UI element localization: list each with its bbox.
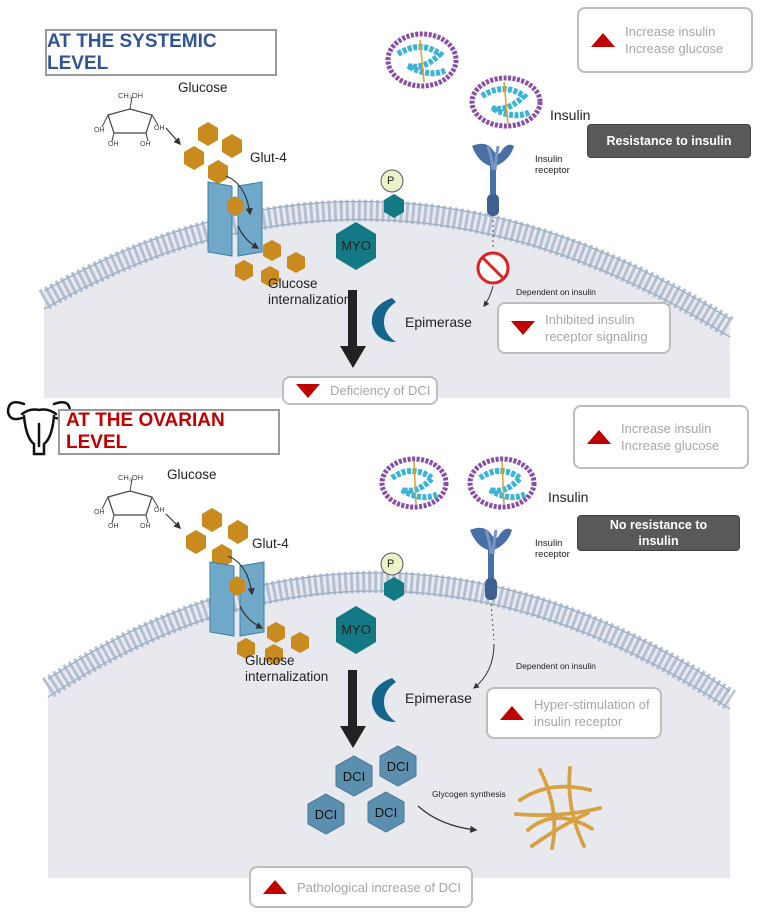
dci-label: DCI bbox=[387, 759, 409, 774]
myo-label: MYO bbox=[341, 622, 371, 637]
increase-insulin-text: Increase insulin bbox=[621, 421, 712, 436]
insulin-receptor-text: insulin receptor bbox=[534, 714, 623, 729]
increase-insulin-text: Increase insulin bbox=[625, 24, 716, 39]
glut4-label: Glut-4 bbox=[252, 536, 289, 551]
resistance-text: Resistance to insulin bbox=[606, 134, 732, 148]
phosphate-label: P bbox=[387, 175, 395, 187]
increase-insulin-glucose-box: Increase insulin Increase glucose bbox=[577, 7, 753, 73]
glut4-label: Glut-4 bbox=[250, 150, 287, 165]
glucose-internalization-label: Glucose internalization bbox=[245, 653, 329, 684]
ovarian-level-title: AT THE OVARIAN LEVEL bbox=[58, 409, 280, 455]
insulin-molecule-icon bbox=[379, 456, 449, 510]
myo-hexagon bbox=[336, 606, 376, 654]
dci-label: DCI bbox=[375, 805, 397, 820]
phosphate-hexagon bbox=[384, 577, 404, 601]
epimerase-label: Epimerase bbox=[405, 314, 472, 330]
myo-label: MYO bbox=[341, 238, 371, 253]
arrow-up-icon bbox=[587, 430, 611, 444]
deficiency-text: Deficiency of DCI bbox=[330, 383, 431, 398]
ovarian-cell-membrane bbox=[41, 571, 737, 710]
arrow-up-icon bbox=[500, 706, 524, 720]
epimerase-icon bbox=[371, 298, 396, 342]
inhibited-text: Inhibited insulin bbox=[545, 312, 635, 327]
receptor-signaling-text: receptor signaling bbox=[545, 329, 648, 344]
hyper-stimulation-text: Hyper-stimulation of bbox=[534, 697, 650, 712]
myo-hexagon bbox=[336, 222, 376, 270]
big-down-arrow bbox=[340, 290, 366, 368]
dci-label: DCI bbox=[315, 807, 337, 822]
increase-insulin-glucose-box: Increase insulin Increase glucose bbox=[573, 405, 749, 469]
insulin-molecule-icon bbox=[385, 31, 459, 89]
glucose-label: Glucose bbox=[167, 467, 217, 482]
glucose-molecule-icon bbox=[101, 478, 159, 524]
phosphate-circle bbox=[380, 552, 404, 576]
glucose-hexagons-inside bbox=[237, 622, 309, 665]
dependent-on-insulin-label: Dependent on insulin bbox=[516, 287, 596, 297]
ovarian-title-text: AT THE OVARIAN LEVEL bbox=[66, 410, 225, 453]
glut4-transporter-icon bbox=[209, 555, 265, 637]
no-entry-icon bbox=[476, 251, 510, 285]
insulin-receptor-label: Insulin receptor bbox=[535, 154, 570, 176]
epimerase-icon bbox=[371, 678, 396, 722]
glut4-transporter-icon bbox=[207, 175, 263, 257]
increase-glucose-text: Increase glucose bbox=[621, 438, 720, 453]
glucose-molecule-icon bbox=[101, 96, 159, 142]
big-down-arrow bbox=[340, 670, 366, 748]
insulin-label: Insulin bbox=[550, 107, 591, 123]
no-resistance-to-insulin-box: No resistance to insulin bbox=[577, 515, 740, 551]
glycogen-synthesis-label: Glycogen synthesis bbox=[432, 789, 506, 799]
glucose-formula: CH₂OH bbox=[118, 473, 143, 482]
phosphate-label: P bbox=[387, 558, 395, 570]
hydroxyl-label: OH bbox=[140, 523, 151, 530]
hydroxyl-label: OH bbox=[94, 509, 105, 516]
glucose-hexagons-inside bbox=[235, 240, 305, 287]
ovarian-cell-cytoplasm bbox=[48, 573, 730, 878]
glucose-formula: CH₂OH bbox=[118, 91, 143, 100]
insulin-receptor-label: Insulin receptor bbox=[535, 538, 570, 560]
hydroxyl-label: OH bbox=[108, 141, 119, 148]
insulin-molecule-icon bbox=[469, 75, 543, 129]
hyper-stimulation-box: Hyper-stimulation of insulin receptor bbox=[486, 687, 662, 739]
insulin-receptor-icon bbox=[472, 143, 514, 216]
systemic-cell-membrane bbox=[38, 199, 736, 338]
glycogen-icon bbox=[514, 766, 602, 850]
glycogen-arrow bbox=[417, 805, 478, 833]
arrow-down-icon bbox=[511, 321, 535, 335]
pathological-increase-of-dci-box: Pathological increase of DCI bbox=[249, 866, 473, 908]
epimerase-label: Epimerase bbox=[405, 690, 472, 706]
hydroxyl-label: OH bbox=[94, 127, 105, 134]
hydroxyl-label: OH bbox=[154, 507, 165, 514]
ovarian-panel: CH₂OH OH OH OH OH bbox=[6, 401, 737, 878]
arrow-down-icon bbox=[296, 383, 320, 398]
increase-glucose-text: Increase glucose bbox=[625, 41, 724, 56]
glucose-hexagons-outside bbox=[186, 508, 248, 568]
systemic-title-text: AT THE SYSTEMIC LEVEL bbox=[47, 30, 217, 74]
phosphate-hexagon bbox=[384, 194, 404, 218]
phosphate-circle bbox=[380, 169, 404, 193]
arrow-up-icon bbox=[591, 33, 615, 47]
glucose-internalization-label: Glucose internalization bbox=[268, 276, 352, 307]
no-resistance-text: No resistance to insulin bbox=[609, 518, 708, 548]
insulin-receptor-icon bbox=[470, 527, 512, 600]
hydroxyl-label: OH bbox=[140, 141, 151, 148]
dependent-on-insulin-label: Dependent on insulin bbox=[516, 661, 596, 671]
arrow-up-icon bbox=[263, 880, 287, 894]
pathological-text: Pathological increase of DCI bbox=[297, 879, 462, 895]
systemic-level-title: AT THE SYSTEMIC LEVEL bbox=[45, 29, 277, 76]
hydroxyl-label: OH bbox=[154, 125, 165, 132]
dci-label: DCI bbox=[343, 769, 365, 784]
inhibited-receptor-signaling-box: Inhibited insulin receptor signaling bbox=[497, 302, 671, 354]
glucose-hexagons-outside bbox=[184, 122, 242, 184]
glucose-label: Glucose bbox=[178, 80, 228, 95]
resistance-to-insulin-box: Resistance to insulin bbox=[587, 124, 751, 158]
insulin-molecule-icon bbox=[467, 456, 537, 510]
deficiency-of-dci-box: Deficiency of DCI bbox=[282, 376, 438, 405]
dci-hexagons bbox=[307, 745, 417, 835]
hydroxyl-label: OH bbox=[108, 523, 119, 530]
insulin-label: Insulin bbox=[548, 489, 589, 505]
